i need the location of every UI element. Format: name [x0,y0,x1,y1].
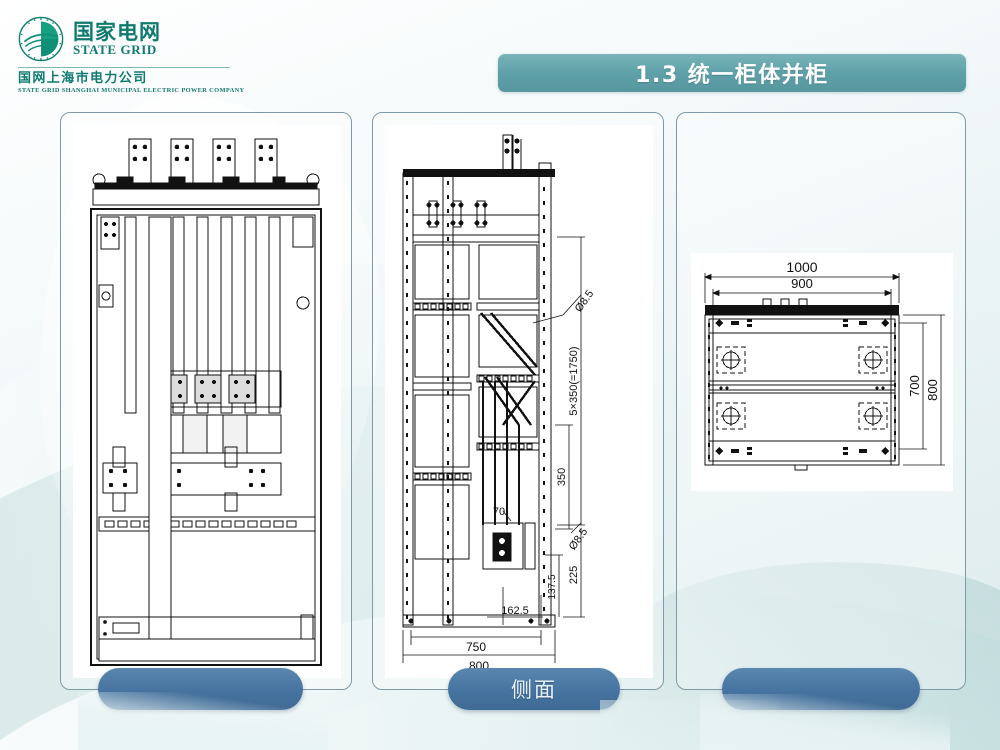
dim-outer-depth: 800 [925,379,940,401]
dim-hole-2: Ø8.5 [567,526,591,552]
dim-inner-width: 750 [466,640,486,654]
figure-side-section: 800 750 162.5 5×350(=1750) 350 225 137.5… [385,125,653,678]
slide-title-bar: 1.3 统一柜体并柜 [498,54,966,92]
panel-side-section: 800 750 162.5 5×350(=1750) 350 225 137.5… [372,112,664,690]
dim-offset: 162.5 [501,605,529,617]
dim-small: 70 [493,506,505,518]
dim-hole: Ø8.5 [573,288,597,314]
caption-side-section[interactable]: 侧面 [448,668,620,710]
brand-block: 国家电网 STATE GRID 国网上海市电力公司 STATE GRID SHA… [18,16,318,94]
caption-side-label: 侧面 [511,678,557,702]
figure-front-elevation [73,125,341,678]
brand-wordmark: 国家电网 STATE GRID [73,21,161,57]
brand-subsidiary-cn: 国网上海市电力公司 [18,71,148,86]
page-title: 1.3 统一柜体并柜 [635,63,829,88]
brand-divider [18,67,230,68]
dim-base-height: 225 [568,566,580,584]
panel-front-elevation [60,112,352,690]
figure-top-plan: 1000 900 700 800 [691,253,953,491]
brand-name-en: STATE GRID [73,41,157,57]
dim-mid-height: 350 [556,468,568,486]
dim-inner-width: 900 [791,276,813,291]
dim-pitch: 5×350(=1750) [568,346,580,415]
brand-name-cn: 国家电网 [73,19,161,44]
state-grid-emblem-icon [18,16,64,62]
caption-front-elevation[interactable] [98,668,303,710]
dim-outer-width: 1000 [786,259,817,275]
panel-top-plan: 1000 900 700 800 [676,112,966,690]
dim-lower-height: 137.5 [547,574,558,599]
dim-inner-depth: 700 [907,375,922,397]
caption-top-plan[interactable] [722,668,920,710]
brand-subsidiary-en: STATE GRID SHANGHAI MUNICIPAL ELECTRIC P… [18,86,245,94]
